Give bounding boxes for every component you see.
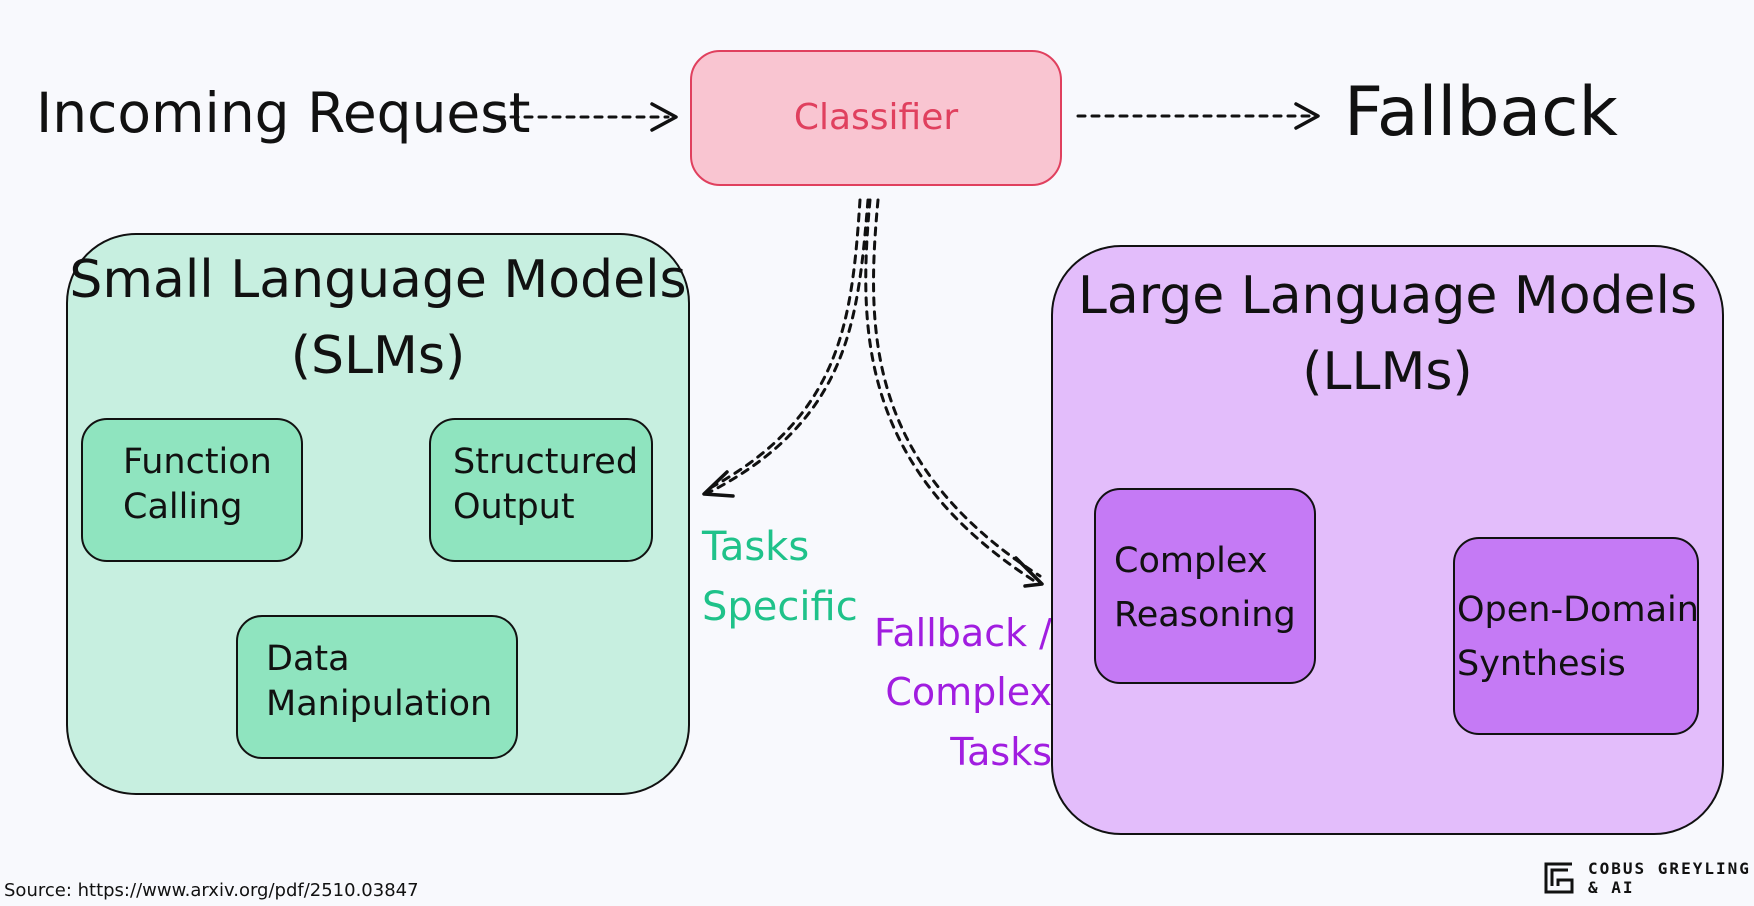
- data-manipulation-box[interactable]: Data Manipulation: [236, 615, 518, 759]
- open-domain-synthesis-box[interactable]: Open-Domain Synthesis: [1453, 537, 1699, 735]
- fallback-complex-line1: Fallback /: [874, 611, 1052, 655]
- classifier-to-slm-arrow: [706, 198, 870, 495]
- fallback-complex-label: Fallback / Complex Tasks: [862, 604, 1052, 782]
- slm-title: Small Language Models: [69, 250, 687, 310]
- brand-name-line1: COBUS GREYLING: [1588, 859, 1751, 878]
- llm-subtitle: (LLMs): [1302, 342, 1473, 402]
- function-calling-box[interactable]: Function Calling: [81, 418, 303, 562]
- classifier-box[interactable]: Classifier: [690, 50, 1062, 186]
- data-manipulation-label-line1: Data: [266, 639, 350, 679]
- tasks-specific-label: Tasks Specific: [702, 517, 858, 637]
- function-calling-label-line2: Calling: [123, 486, 243, 527]
- arrowhead-icon: [650, 102, 678, 132]
- classifier-to-slm-arrow-double: [710, 198, 862, 489]
- arrowhead-icon: [1294, 102, 1320, 130]
- complex-reasoning-label-line2: Reasoning: [1114, 595, 1296, 636]
- open-domain-synthesis-label-line2: Synthesis: [1457, 644, 1626, 685]
- fallback-complex-line3: Tasks: [950, 729, 1052, 774]
- classifier-label: Classifier: [793, 97, 959, 138]
- fallback-complex-line2: Complex: [885, 670, 1052, 715]
- tasks-specific-line1: Tasks: [702, 524, 810, 570]
- fallback-label: Fallback: [1344, 73, 1618, 152]
- classifier-to-llm-arrow-double: [872, 198, 1042, 578]
- incoming-request-label: Incoming Request: [36, 81, 531, 145]
- slm-subtitle: (SLMs): [290, 326, 466, 386]
- tasks-specific-line2: Specific: [702, 584, 858, 630]
- llm-title: Large Language Models: [1077, 266, 1698, 326]
- structured-output-label-line2: Output: [453, 486, 575, 527]
- structured-output-box[interactable]: Structured Output: [429, 418, 653, 562]
- arrowhead-icon: [702, 470, 735, 498]
- complex-reasoning-box[interactable]: Complex Reasoning: [1094, 488, 1316, 684]
- data-manipulation-label-line2: Manipulation: [266, 683, 493, 724]
- function-calling-label-line1: Function: [123, 442, 272, 482]
- source-citation: Source: https://www.arxiv.org/pdf/2510.0…: [4, 880, 419, 901]
- arrowhead-icon: [1014, 556, 1044, 588]
- classifier-to-llm-arrow: [864, 198, 1038, 584]
- structured-output-label-line1: Structured: [453, 442, 639, 482]
- cobus-greyling-logo-icon: [1544, 862, 1574, 894]
- open-domain-synthesis-label-line1: Open-Domain: [1457, 590, 1699, 630]
- complex-reasoning-label-line1: Complex: [1114, 541, 1268, 581]
- brand-name: COBUS GREYLING & AI: [1588, 859, 1751, 897]
- brand-name-line2: & AI: [1588, 878, 1635, 898]
